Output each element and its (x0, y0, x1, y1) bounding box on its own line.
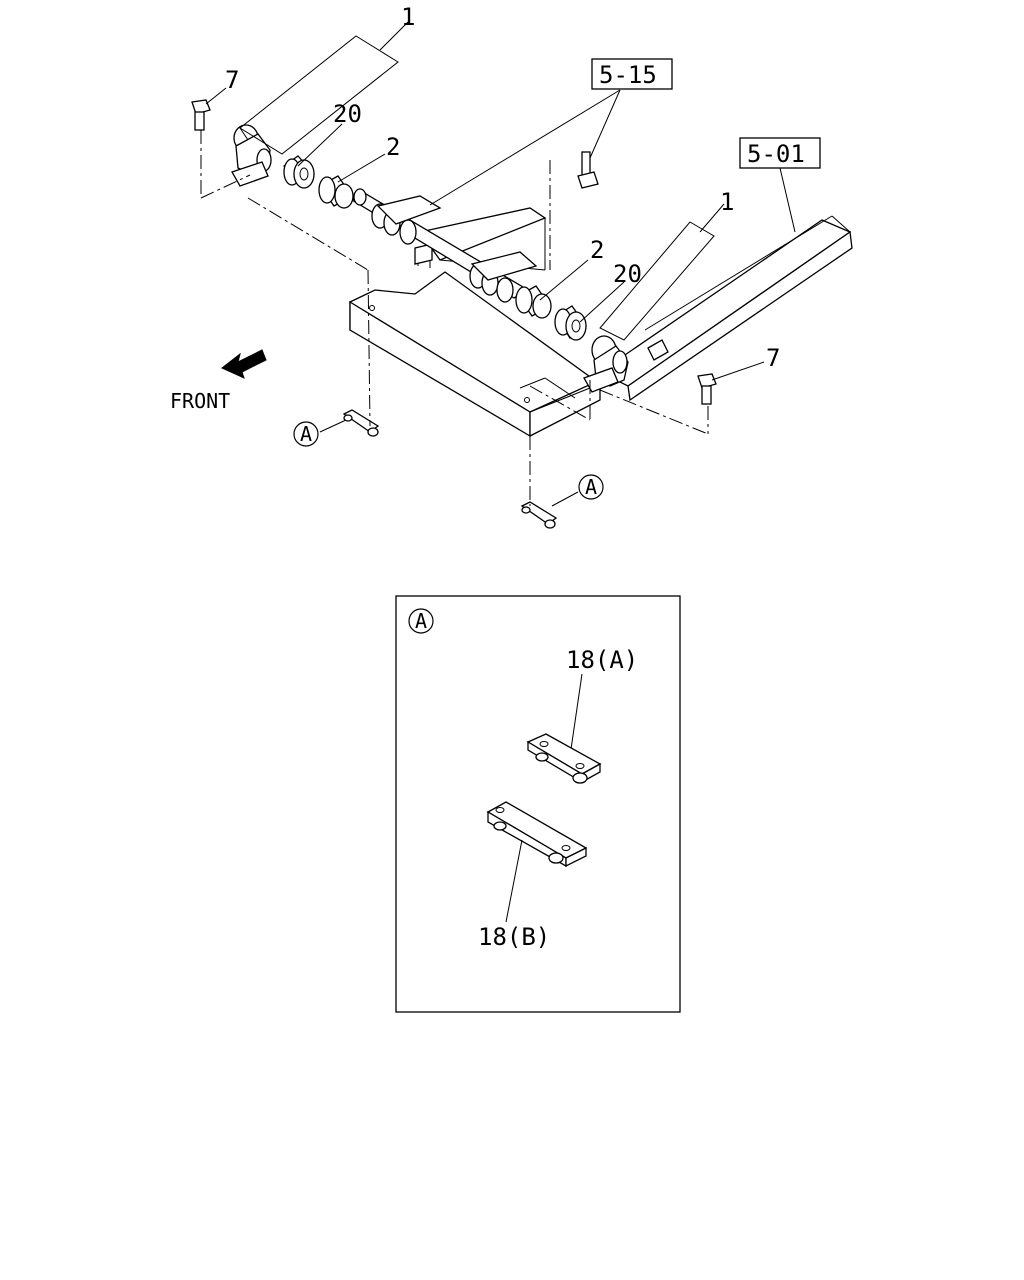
bolt-7-left (191, 99, 211, 131)
reference-5-01: 5-01 (739, 137, 821, 169)
bushing-20-right (554, 305, 587, 341)
callout-7-right: 7 (766, 344, 780, 372)
callout-20-right: 20 (613, 260, 642, 288)
callout-7-left: 7 (225, 66, 239, 94)
callout-1-left: 1 (401, 3, 415, 31)
bracket-1-left (231, 124, 272, 187)
view-marker-a-left: A (293, 421, 319, 447)
view-marker-a-left-text: A (300, 422, 312, 446)
callout-18a: 18(A) (566, 646, 638, 674)
callout-18b: 18(B) (478, 923, 550, 951)
bolt-5-15 (577, 151, 599, 189)
bushing-20-left (283, 155, 315, 189)
reference-5-15-text: 5-15 (599, 61, 657, 89)
front-label: FRONT (170, 389, 230, 413)
assembly-center-lines (200, 130, 709, 506)
callout-1-right: 1 (720, 188, 734, 216)
plate-a-right (520, 501, 558, 529)
callout-20-left: 20 (333, 100, 362, 128)
detail-a-marker: A (415, 609, 427, 633)
view-marker-a-right: A (578, 474, 604, 500)
bushing-2-left (318, 175, 354, 209)
callout-2-right: 2 (590, 236, 604, 264)
bracket-1-right (583, 335, 629, 393)
bushing-2-right (515, 285, 552, 319)
view-marker-a-right-text: A (585, 475, 597, 499)
reference-5-15: 5-15 (591, 58, 673, 90)
reference-5-01-text: 5-01 (747, 140, 805, 168)
detail-a-panel: A 18(A) 18(B) (395, 595, 681, 1013)
crossmember-frame (349, 188, 853, 438)
plate-18a (526, 733, 602, 784)
callout-2-left: 2 (386, 133, 400, 161)
plate-a-left (342, 409, 380, 437)
leader-lines (205, 21, 796, 507)
plate-18b (486, 801, 588, 868)
bolt-7-right (697, 373, 717, 405)
front-arrow-icon (221, 349, 267, 379)
